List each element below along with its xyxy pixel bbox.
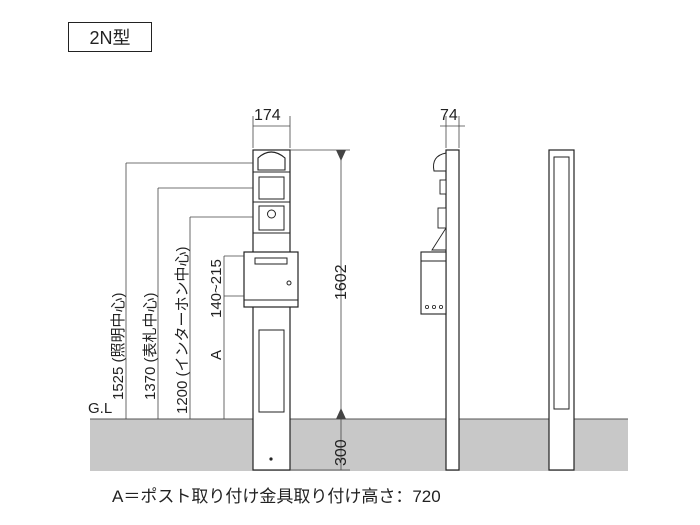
- ground-label: G.L: [88, 400, 112, 417]
- front-width-label: 174: [254, 107, 281, 124]
- back-view: [548, 149, 575, 471]
- type-label-box: 2N型: [68, 22, 152, 52]
- back-post-panel: [553, 156, 570, 410]
- back-post-body: [548, 149, 575, 471]
- ground-area: [90, 419, 628, 471]
- front-width-dimension: 174: [252, 107, 291, 148]
- front-lower-panel: [258, 329, 285, 413]
- front-mailbox: [243, 251, 299, 308]
- side-bolt-icon-2: [431, 304, 436, 309]
- nameplate-center-label: 1370 (表札中心): [142, 292, 159, 400]
- mailbox-lock-icon: [286, 280, 292, 286]
- type-label: 2N型: [89, 28, 131, 48]
- side-intercom-hood: [431, 226, 447, 251]
- front-mailbox-slot: [254, 257, 288, 265]
- reference-lines: [125, 162, 253, 419]
- front-post-body: [252, 149, 291, 471]
- intercom-lens-icon: [267, 209, 276, 219]
- side-depth-dimension: 74: [440, 107, 465, 148]
- side-mailbox: [420, 251, 447, 315]
- side-intercom: [437, 207, 447, 229]
- intercom-range-label: 140~215: [208, 259, 225, 318]
- side-bolt-icon-3: [438, 304, 443, 309]
- side-nameplate: [439, 179, 447, 195]
- front-light-cap: [257, 151, 286, 171]
- side-bolt-icon-1: [424, 304, 429, 309]
- embed-label: 300: [333, 439, 350, 466]
- light-center-label: 1525 (照明中心): [110, 292, 127, 400]
- intercom-center-label: 1200 (インターホン中心): [174, 246, 191, 414]
- height-label: 1602: [333, 264, 350, 300]
- height-dimension: 1602: [290, 149, 350, 419]
- embed-dimension: 300: [290, 419, 350, 471]
- side-view: [420, 149, 460, 471]
- side-depth-label: 74: [440, 107, 458, 124]
- post-mount-label: A: [208, 350, 225, 360]
- side-post-body: [445, 149, 460, 471]
- front-nameplate: [258, 176, 285, 200]
- front-base-bolt-icon: [269, 457, 273, 461]
- mount-height-note: A＝ポスト取り付け金具取り付け高さ：720: [112, 487, 441, 506]
- front-view: [243, 149, 299, 471]
- side-light-cap: [433, 152, 447, 172]
